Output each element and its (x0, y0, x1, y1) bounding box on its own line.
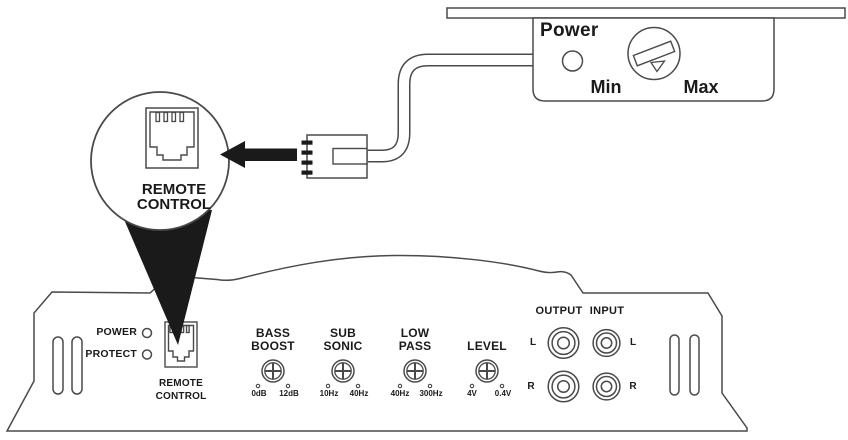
remote-cable (368, 53, 533, 163)
panel-remote-jack-label-line1: REMOTE (159, 378, 203, 389)
callout-circle (90, 91, 230, 231)
knob-title-line (467, 327, 507, 340)
knob-scale-max: 12dB (279, 389, 299, 398)
input-right-label: R (629, 381, 637, 392)
remote-min-label: Min (590, 77, 622, 97)
rca-input-left-icon (592, 328, 621, 358)
input-label: INPUT (589, 305, 625, 317)
rca-input-right-icon (592, 372, 621, 401)
cable-plug-icon (301, 134, 368, 179)
rca-output-left-icon (547, 326, 580, 360)
mounting-bracket (446, 7, 846, 19)
callout-triangle (120, 210, 212, 345)
panel-remote-jack-label-line2: CONTROL (155, 391, 207, 402)
vent-slot (669, 334, 680, 396)
knob-title-bass-boost: BASS BOOST (251, 327, 295, 352)
knob-scale-max: 0.4V (494, 389, 512, 398)
remote-power-label: Power (540, 20, 599, 41)
knob-low-pass-icon (397, 359, 433, 389)
arrow-left-icon (220, 141, 297, 168)
knob-level-icon (469, 359, 505, 389)
callout-jack-label-line2: CONTROL (136, 195, 212, 213)
knob-title-line: BOOST (251, 338, 295, 353)
callout-jack-label: REMOTE CONTROL (136, 181, 212, 213)
knob-scale-max: 300Hz (419, 389, 443, 398)
knob-scale-min: 10Hz (319, 389, 339, 398)
knob-scale-min: 0dB (251, 389, 267, 398)
remote-max-label: Max (683, 77, 719, 97)
vent-slot (52, 336, 64, 395)
remote-unit (446, 7, 846, 102)
knob-scale-min: 40Hz (390, 389, 410, 398)
callout-rj11-jack-icon (145, 107, 199, 169)
panel-remote-jack-label: REMOTE CONTROL (156, 377, 207, 403)
knob-title-line: SONIC (323, 338, 363, 353)
knob-title-line: LOW (400, 326, 430, 340)
knob-title-line: BASS (255, 326, 291, 340)
input-left-label: L (629, 337, 637, 348)
knob-title-low-pass: LOW PASS (399, 327, 432, 352)
remote-volume-knob-icon (627, 26, 681, 81)
knob-title-line: SUB (330, 326, 356, 340)
vent-slot (71, 336, 83, 395)
power-led-label: POWER (96, 326, 137, 338)
output-label: OUTPUT (535, 305, 583, 317)
rca-output-right-icon (547, 370, 580, 403)
knob-scale-max: 40Hz (349, 389, 369, 398)
protect-led-icon (141, 349, 153, 360)
knob-scale-min: 4V (467, 389, 477, 398)
knob-title-line: LEVEL (467, 338, 507, 353)
knob-title-line: PASS (398, 338, 432, 353)
output-right-label: R (527, 381, 535, 392)
amplifier-panel (5, 254, 748, 432)
knob-sub-sonic-icon (325, 359, 361, 389)
power-led-icon (141, 327, 153, 339)
knob-title-sub-sonic: SUB SONIC (323, 327, 362, 352)
callout-jack-label-line1: REMOTE (141, 181, 207, 198)
vent-slot (689, 334, 700, 396)
knob-title-level: LEVEL (467, 327, 507, 352)
knob-bass-boost-icon (255, 359, 291, 389)
remote-power-led-icon (561, 50, 584, 72)
output-left-label: L (529, 337, 537, 348)
protect-led-label: PROTECT (85, 347, 137, 360)
